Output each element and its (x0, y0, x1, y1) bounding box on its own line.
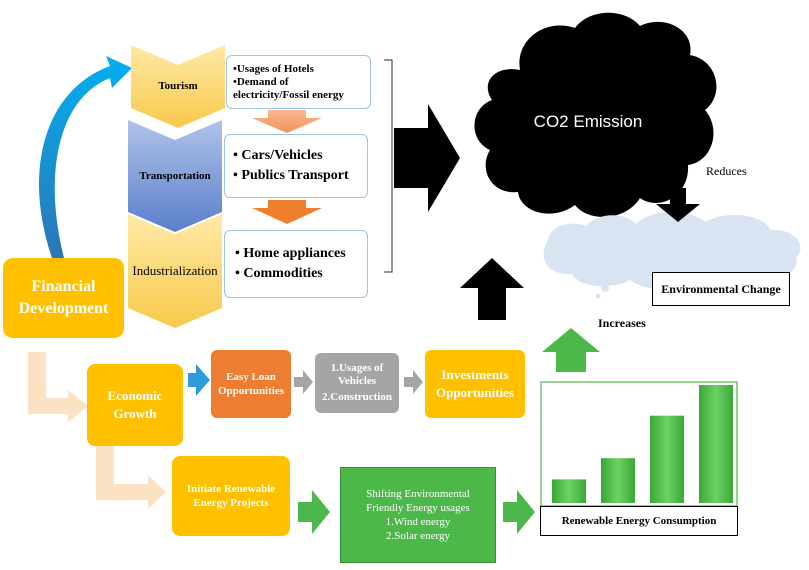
down-arrow-1 (252, 110, 322, 133)
industry-item-1: • Home appliances (235, 246, 346, 261)
investments-box: Investments Opportunities (425, 350, 525, 418)
co2-cloud-shape (474, 12, 717, 217)
shifting-line-2: Friendly Energy usages (366, 502, 470, 514)
vehicles-item-2: 2.Construction (322, 391, 392, 403)
big-right-arrow (394, 104, 460, 212)
renewable-bar-3 (650, 415, 684, 503)
industry-item-2: • Commodities (235, 266, 323, 281)
peach-arrow-2 (96, 446, 166, 509)
gray-arrow-1 (294, 370, 313, 394)
economic-growth-label: Economic Growth (107, 388, 163, 421)
shifting-line-3: 1.Wind energy (385, 516, 451, 528)
renewable-bar-1 (552, 479, 586, 503)
transport-item-1: • Cars/Vehicles (233, 148, 323, 163)
blue-arrow (188, 364, 210, 396)
chevron-tourism-shape (131, 45, 225, 128)
shifting-line-1: Shifting Environmental (366, 488, 470, 500)
cloud-bubble-1 (601, 284, 609, 292)
green-arrow-2 (503, 490, 535, 534)
co2-emission-label: CO2 Emission (533, 112, 643, 131)
chevron-label-tourism: Tourism (158, 80, 198, 92)
increases-label: Increases (598, 316, 646, 330)
chevron-label-industrialization: Industrialization (132, 263, 218, 278)
vehicles-box: 1.Usages of Vehicles 2.Construction (315, 353, 399, 413)
tourism-item-1: •Usages of Hotels (233, 62, 314, 75)
financial-development-label: Financial Development (18, 278, 109, 317)
gray-arrow-2 (404, 370, 423, 394)
tourism-item-2: •Demand of electricity/Fossil energy (233, 75, 344, 101)
chevron-transport-shape (128, 120, 222, 232)
peach-arrow-1 (28, 352, 88, 422)
renewable-projects-box: Initiate Renewable Energy Projects (172, 456, 290, 536)
transport-box: • Cars/Vehicles • Publics Transport (224, 134, 368, 198)
bracket (384, 59, 393, 273)
environment-cloud-shape (543, 211, 801, 289)
easy-loan-box: Easy Loan Opportunities (211, 350, 291, 418)
investments-label: Investments Opportunities (435, 367, 514, 400)
renewable-projects-label: Initiate Renewable Energy Projects (186, 483, 276, 509)
renewable-bar-2 (601, 458, 635, 503)
rec-label: Renewable Energy Consumption (561, 515, 717, 527)
easy-loan-label: Easy Loan Opportunities (217, 371, 284, 397)
big-up-arrow (460, 258, 524, 320)
cloud-bubble-2 (595, 293, 601, 299)
chevron-label-transportation: Transportation (139, 170, 211, 182)
reduces-label: Reduces (706, 164, 747, 178)
rec-label-box: Renewable Energy Consumption (540, 506, 738, 536)
environmental-change-label: Environmental Change (661, 281, 781, 296)
industry-box: • Home appliances • Commodities (224, 230, 368, 298)
chevron-industry-shape (128, 214, 222, 328)
curved-arrow (39, 56, 132, 258)
economic-growth-box: Economic Growth (87, 364, 183, 446)
reduces-arrow (656, 188, 700, 222)
increases-arrow (542, 328, 600, 372)
vehicles-item-1: 1.Usages of Vehicles (330, 362, 384, 387)
shifting-box: Shifting Environmental Friendly Energy u… (340, 467, 496, 563)
renewable-bar-4 (699, 385, 733, 503)
green-arrow-1 (298, 490, 330, 534)
transport-item-2: • Publics Transport (233, 168, 349, 183)
environmental-change-box: Environmental Change (652, 272, 790, 306)
renewable-bars (552, 385, 733, 503)
down-arrow-2 (252, 200, 322, 224)
shifting-line-4: 2.Solar energy (386, 530, 450, 542)
tourism-box: •Usages of Hotels •Demand of electricity… (226, 55, 371, 109)
financial-development-box: Financial Development (3, 258, 124, 338)
